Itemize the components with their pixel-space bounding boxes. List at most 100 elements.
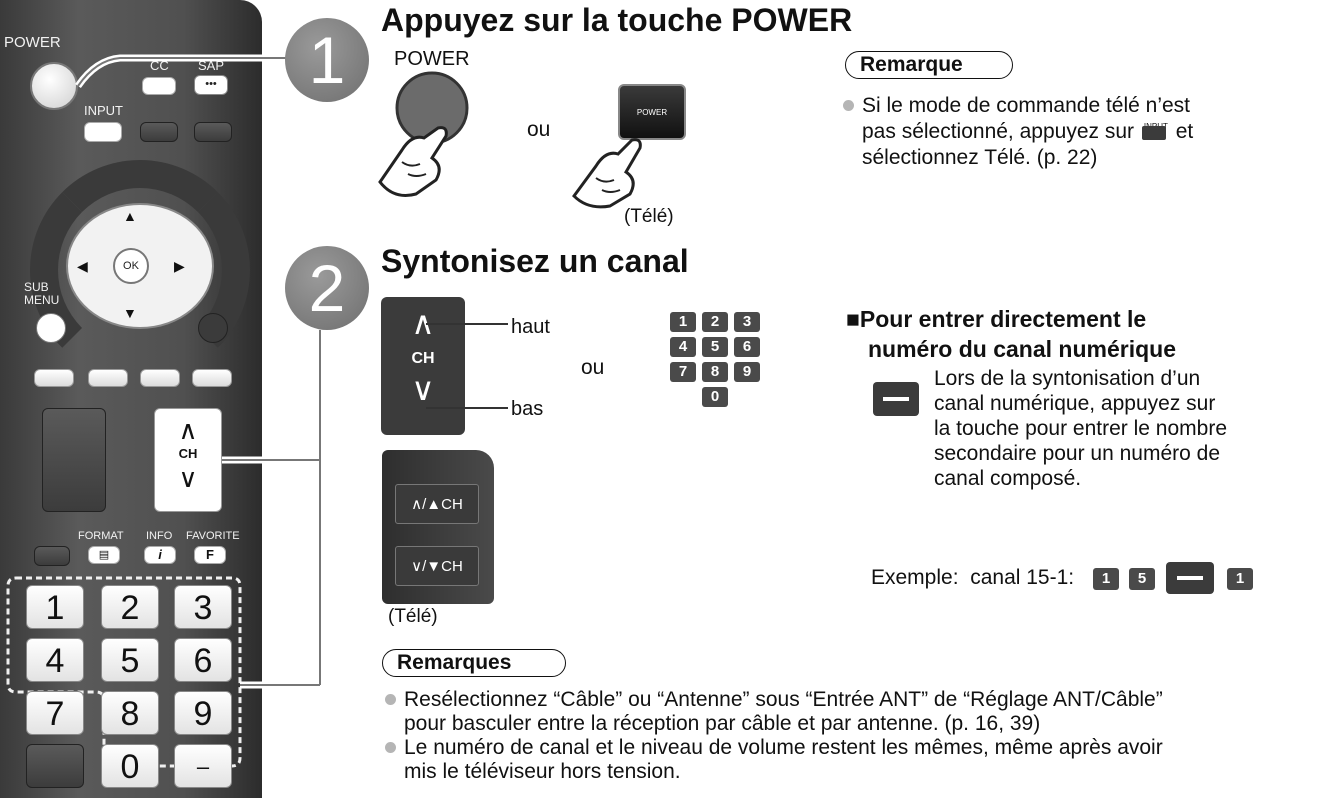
remote-button-dark-4[interactable] [26,744,84,788]
keypad-3: 3 [734,312,760,332]
direct-entry-line-2: canal numérique, appuyez sur [934,392,1216,415]
remarque-line-2: pas sélectionné, appuyez sur [862,120,1135,143]
remarque-line-2-end: et [1175,120,1194,143]
number-key-5[interactable]: 5 [101,638,159,682]
info-label: INFO [146,530,173,542]
input-key-icon: INPUT [1140,122,1170,142]
ch-illustration-label: CH [411,350,435,367]
tv-ch-up-button[interactable]: ∧/▲CH [395,484,479,524]
haut-label: haut [511,316,550,338]
keypad-7: 7 [670,362,696,382]
number-key-8[interactable]: 8 [101,691,159,735]
sap-button[interactable]: ••• [194,75,228,95]
remarque-line-3: sélectionnez Télé. (p. 22) [862,146,1098,169]
ch-down-arrow-icon: ∨ [411,371,435,407]
sub-menu-button[interactable] [36,313,66,343]
color-button-4[interactable] [192,369,232,387]
example-dash-icon [1177,576,1203,580]
remote-button-dark-3[interactable] [34,546,70,566]
step-2-tv-caption: (Télé) [388,606,438,627]
number-key-4[interactable]: 4 [26,638,84,682]
remarques-item-2: Le numéro de canal et le niveau de volum… [385,736,1315,784]
power-caption: POWER [394,48,470,70]
direct-entry-heading: ■Pour entrer directement le numéro du ca… [846,304,1176,364]
sub-menu-label: SUB MENU [24,280,60,307]
direct-entry-line-1: Lors de la syntonisation d’un [934,367,1201,390]
remarques-item-1-line-2: pour basculer entre la réception par câb… [404,712,1041,735]
ch-rocker[interactable]: ∧ CH ∨ [154,408,222,512]
power-button[interactable] [30,62,78,110]
power-label: POWER [4,34,61,51]
number-key-3[interactable]: 3 [174,585,232,629]
direct-entry-line-5: canal composé. [934,467,1082,490]
number-key-2[interactable]: 2 [101,585,159,629]
dash-icon [883,397,909,401]
number-key-9[interactable]: 9 [174,691,232,735]
direct-entry-heading-1: ■Pour entrer directement le [846,306,1147,332]
color-button-1[interactable] [34,369,74,387]
keypad-1: 1 [670,312,696,332]
favorite-button[interactable]: F [194,546,226,564]
remarques-list: Resélectionnez “Câble” ou “Antenne” sous… [385,688,1315,784]
bullet-icon [843,100,854,111]
remarques-item-1-line-1: Resélectionnez “Câble” ou “Antenne” sous… [404,688,1163,711]
remote-button-dark-2[interactable] [194,122,232,142]
cc-label: CC [150,58,169,73]
ch-label: CH [178,446,198,461]
info-button[interactable]: i [144,546,176,564]
favorite-label: FAVORITE [186,530,240,542]
step-1-tv-caption: (Télé) [624,206,674,227]
ch-pointer-lines [426,323,508,409]
direct-entry-heading-2: numéro du canal numérique [868,336,1176,362]
example-key-5: 5 [1129,568,1155,590]
dash-key[interactable]: – [174,744,232,788]
tv-ch-down-button[interactable]: ∨/▼CH [395,546,479,586]
step-2-circle: 2 [285,246,369,330]
color-button-2[interactable] [88,369,128,387]
cc-button[interactable] [142,77,176,95]
tv-side-panel: ∧/▲CH ∨/▼CH [382,450,494,604]
example-dash-key [1166,562,1214,594]
volume-rocker[interactable] [42,408,106,512]
remarque-pill: Remarque [845,51,1013,79]
number-key-1[interactable]: 1 [26,585,84,629]
keypad-0: 0 [702,387,728,407]
dash-key-illustration [873,382,919,416]
dpad-right-icon[interactable]: ▶ [174,258,185,274]
input-button[interactable] [84,122,122,142]
ch-down-icon[interactable]: ∨ [178,463,198,493]
number-key-6[interactable]: 6 [174,638,232,682]
step-1-title: Appuyez sur la touche POWER [381,2,853,38]
step-2-or: ou [581,356,605,379]
ch-button-illustration: ∧ CH ∨ [381,297,465,435]
number-key-0[interactable]: 0 [101,744,159,788]
ch-up-icon[interactable]: ∧ [178,415,198,445]
keypad-5: 5 [702,337,728,357]
connector-lines [75,54,324,689]
step-1-or: ou [527,118,551,141]
power-press-illustration [378,71,469,197]
dpad-down-icon[interactable]: ▼ [123,305,137,321]
remote-button-dark-1[interactable] [140,122,178,142]
keypad-8: 8 [702,362,728,382]
color-button-3[interactable] [140,369,180,387]
remarques-item-2-line-1: Le numéro de canal et le niveau de volum… [404,736,1163,759]
step-2-title: Syntonisez un canal [381,243,689,279]
remarques-item-1: Resélectionnez “Câble” ou “Antenne” sous… [385,688,1315,736]
input-label: INPUT [84,103,123,118]
format-label: FORMAT [78,530,124,542]
number-key-7[interactable]: 7 [26,691,84,735]
remote-round-button[interactable] [198,313,228,343]
example-label: Exemple: canal 15-1: [871,566,1075,589]
keypad-4: 4 [670,337,696,357]
tv-power-button[interactable]: POWER [618,84,686,140]
dpad-left-icon[interactable]: ◀ [77,258,88,274]
dpad-up-icon[interactable]: ▲ [123,208,137,224]
direct-entry-line-3: la touche pour entrer le nombre [934,417,1228,440]
remote-control: POWER CC SAP ••• INPUT ▲ ▼ ◀ ▶ OK SUB ME… [0,0,262,798]
example-key-1b: 1 [1227,568,1253,590]
format-button[interactable]: ▤ [88,546,120,564]
remarques-pill: Remarques [382,649,566,677]
bullet-icon [385,742,396,753]
ok-button[interactable]: OK [113,248,149,284]
